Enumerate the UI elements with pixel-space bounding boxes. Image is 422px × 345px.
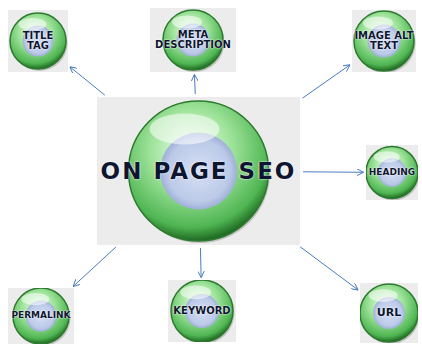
topic-node: META DESCRIPTION xyxy=(150,8,236,72)
arrow-connector xyxy=(303,171,363,172)
topic-label: IMAGE ALT TEXT xyxy=(353,10,415,72)
topic-node: URL xyxy=(360,283,418,343)
arrow-connector xyxy=(74,247,116,286)
topic-node: IMAGE ALT TEXT xyxy=(352,10,416,72)
arrow-connector xyxy=(302,65,349,98)
topic-node: HEADING xyxy=(366,145,418,200)
topic-node: KEYWORD xyxy=(168,280,236,342)
arrow-connector xyxy=(200,248,202,277)
topic-label: KEYWORD xyxy=(169,280,235,342)
hub-node: ON PAGE SEO xyxy=(97,97,300,245)
topic-node: TITLE TAG xyxy=(8,10,68,72)
topic-node: PERMALINK xyxy=(8,288,74,344)
topic-label: PERMALINK xyxy=(9,288,73,344)
topic-label: META DESCRIPTION xyxy=(151,8,235,72)
arrow-connector xyxy=(300,247,357,290)
topic-label: HEADING xyxy=(366,145,418,200)
topic-label: TITLE TAG xyxy=(11,10,65,72)
topic-label: URL xyxy=(361,283,417,343)
arrow-connector xyxy=(194,75,196,94)
arrow-connector xyxy=(70,67,104,95)
hub-label: ON PAGE SEO xyxy=(99,97,299,245)
